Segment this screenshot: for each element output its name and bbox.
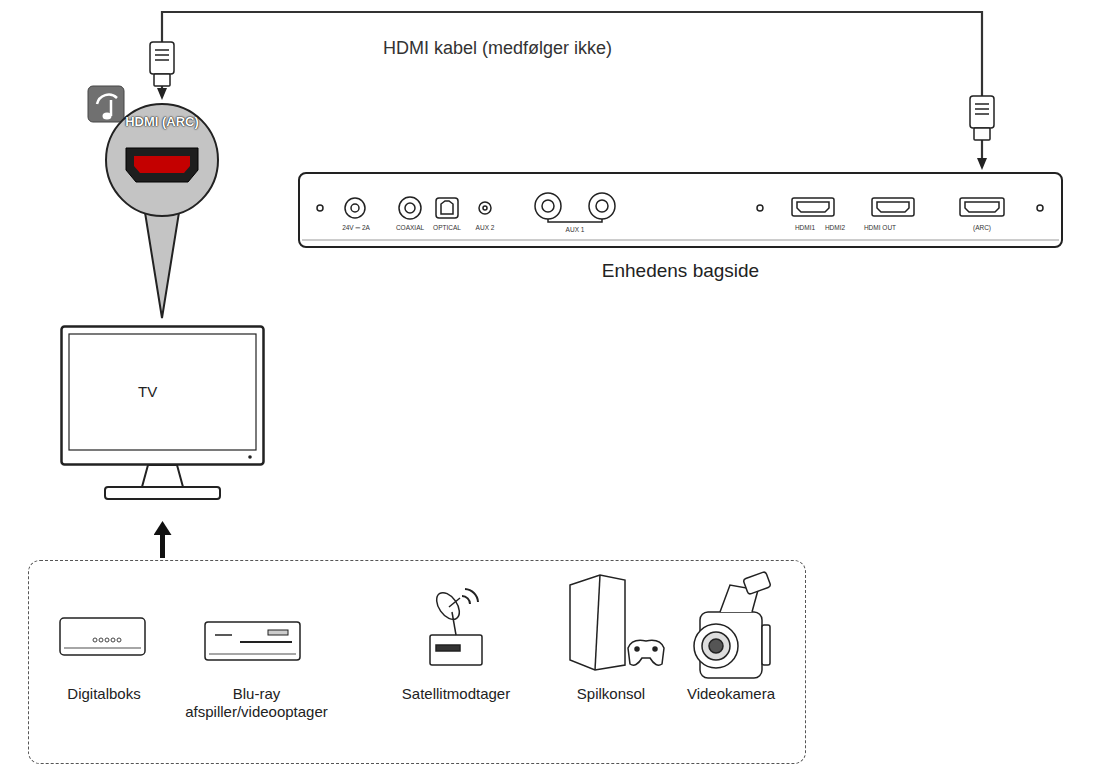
- source-device: Spilkonsol: [561, 685, 661, 703]
- port-label: (ARC): [973, 224, 991, 232]
- port-label: HDMI OUT: [864, 224, 896, 232]
- port-label: AUX 1: [566, 226, 585, 234]
- hdmi-plug: [970, 96, 994, 140]
- source-device: Blu-ray afspiller/videooptager: [169, 685, 344, 721]
- source-devices-group: Digitalboks Blu-ray afspiller/videooptage…: [28, 560, 806, 764]
- music-icon: [88, 86, 124, 122]
- tv-screen: TV: [60, 325, 265, 515]
- node-text: Videokamera: [681, 685, 781, 703]
- cable-label: HDMI kabel (medfølger ikke): [380, 38, 615, 59]
- callout-pointer: [143, 200, 181, 318]
- hdmi-cable: [162, 12, 982, 158]
- source-device: Satellitmodtager: [391, 685, 521, 703]
- port-label: HDMI2: [825, 224, 845, 232]
- port-label: OPTICAL: [433, 224, 461, 232]
- node-text: Blu-ray afspiller/videooptager: [169, 685, 344, 721]
- device-back-panel: Enhedens bagside: [298, 172, 1063, 248]
- node-text: Enhedens bagside: [300, 260, 1061, 282]
- tv-outline: [60, 325, 265, 515]
- node-text: Spilkonsol: [561, 685, 661, 703]
- port-label: AUX 2: [476, 224, 495, 232]
- source-device-icons: [60, 571, 771, 678]
- source-device: Digitalboks: [49, 685, 159, 703]
- hdmi-plug: [150, 42, 174, 86]
- node-text: Digitalboks: [49, 685, 159, 703]
- signal-arrow: [160, 535, 165, 558]
- hdmi-arc-callout: HDMI (ARC): [104, 102, 220, 218]
- port-label: HDMI1: [795, 224, 815, 232]
- port-label: 24V ═ 2A: [342, 224, 370, 232]
- device-ports: [302, 193, 1059, 240]
- node-text: Satellitmodtager: [391, 685, 521, 703]
- port-label: COAXIAL: [396, 224, 424, 232]
- node-text: HDMI (ARC): [104, 102, 220, 129]
- source-device: Videokamera: [681, 685, 781, 703]
- node-text: TV: [138, 383, 157, 400]
